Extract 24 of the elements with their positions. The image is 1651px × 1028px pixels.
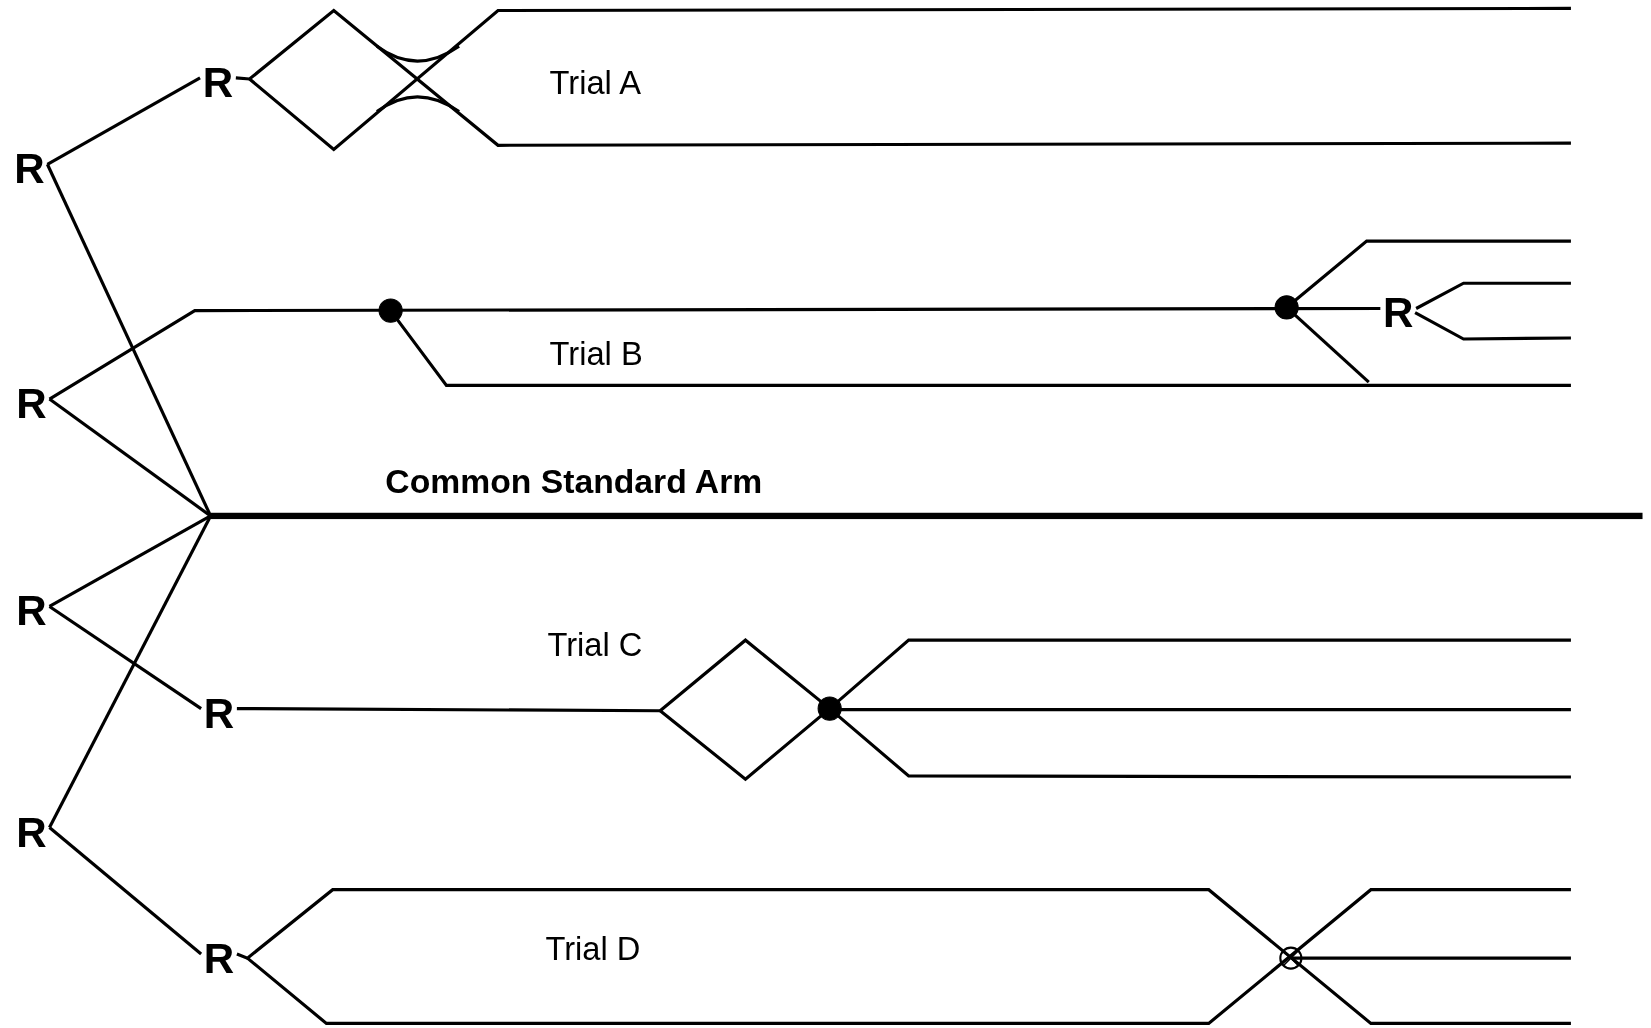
arm-title: Common Standard Arm	[385, 463, 763, 500]
randomization-letter: R	[203, 937, 235, 980]
connector-line	[48, 826, 203, 956]
connector-line	[1415, 281, 1571, 310]
connector-line	[48, 306, 1381, 401]
connector-line	[48, 397, 212, 518]
randomization-letter: R	[1382, 291, 1415, 334]
connector-line	[46, 76, 201, 166]
randomization-letter: R	[13, 147, 46, 190]
randomization-letter: R	[15, 589, 48, 632]
trial-label: Trial C	[547, 627, 643, 664]
connector-line	[48, 514, 212, 608]
randomization-letter: R	[15, 382, 48, 425]
connector-line	[236, 888, 1571, 1025]
trial-label: Trial B	[549, 336, 643, 373]
trial-label: Trial D	[545, 931, 641, 968]
connector-line	[48, 515, 212, 829]
randomization-letter: R	[203, 691, 235, 734]
connector-line	[48, 605, 202, 710]
randomization-letter: R	[15, 810, 48, 853]
connector-line	[236, 707, 661, 713]
connector-line	[235, 8, 1571, 147]
randomization-letter: R	[202, 61, 234, 104]
trial-label: Trial A	[549, 65, 641, 102]
